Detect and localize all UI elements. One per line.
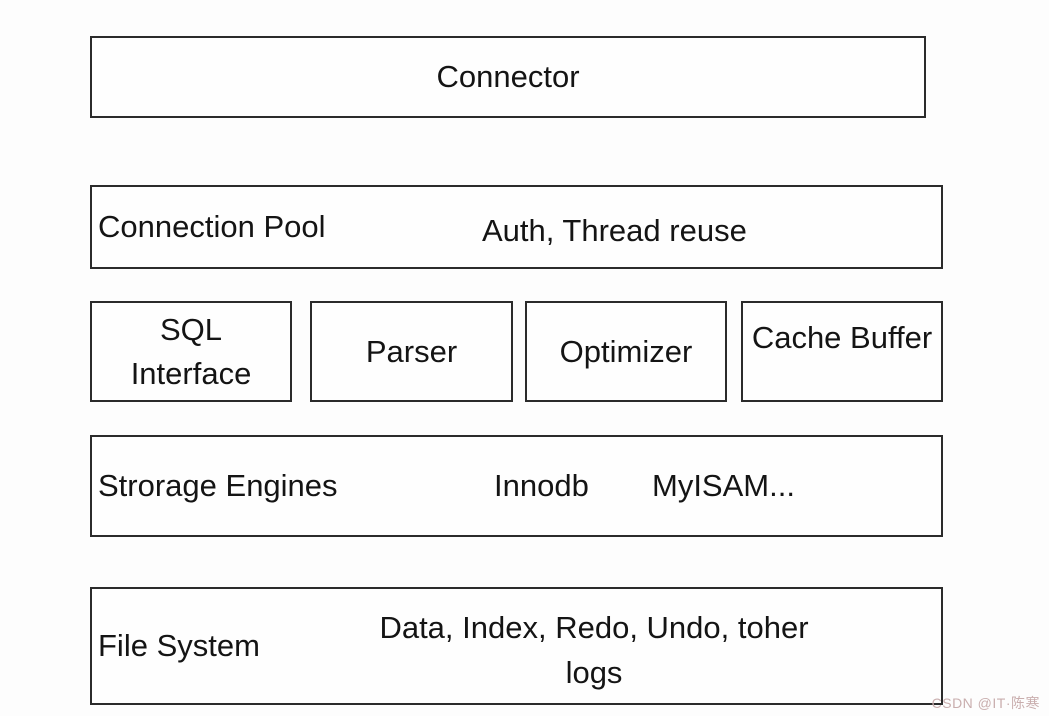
parser-label: Parser — [365, 333, 458, 369]
innodb-engine-label: Innodb — [494, 468, 589, 503]
storage-engines-label: Strorage Engines — [98, 468, 338, 503]
myisam-engine-label: MyISAM... — [652, 468, 795, 503]
connection-pool-label: Connection Pool — [98, 209, 326, 244]
file-system-detail: Data, Index, Redo, Undo, toher logs — [379, 610, 809, 690]
sql-interface-box: SQL Interface — [90, 301, 292, 402]
csdn-watermark: CSDN @IT·陈寒 — [931, 695, 1040, 711]
connection-pool-detail: Auth, Thread reuse — [482, 213, 747, 248]
connector-layer-box: Connector — [90, 36, 926, 118]
optimizer-box: Optimizer — [525, 301, 727, 402]
optimizer-label: Optimizer — [559, 333, 693, 369]
cache-buffer-label: Cache Buffer — [751, 320, 933, 355]
connector-label: Connector — [436, 59, 580, 94]
parser-box: Parser — [310, 301, 513, 402]
sql-interface-label: SQL Interface — [130, 312, 252, 391]
file-system-label: File System — [98, 628, 260, 663]
storage-engines-layer-box: Strorage Engines Innodb MyISAM... — [90, 435, 943, 537]
cache-buffer-box: Cache Buffer — [741, 301, 943, 402]
connection-pool-layer-box: Connection Pool Auth, Thread reuse — [90, 185, 943, 269]
file-system-layer-box: File System Data, Index, Redo, Undo, toh… — [90, 587, 943, 705]
